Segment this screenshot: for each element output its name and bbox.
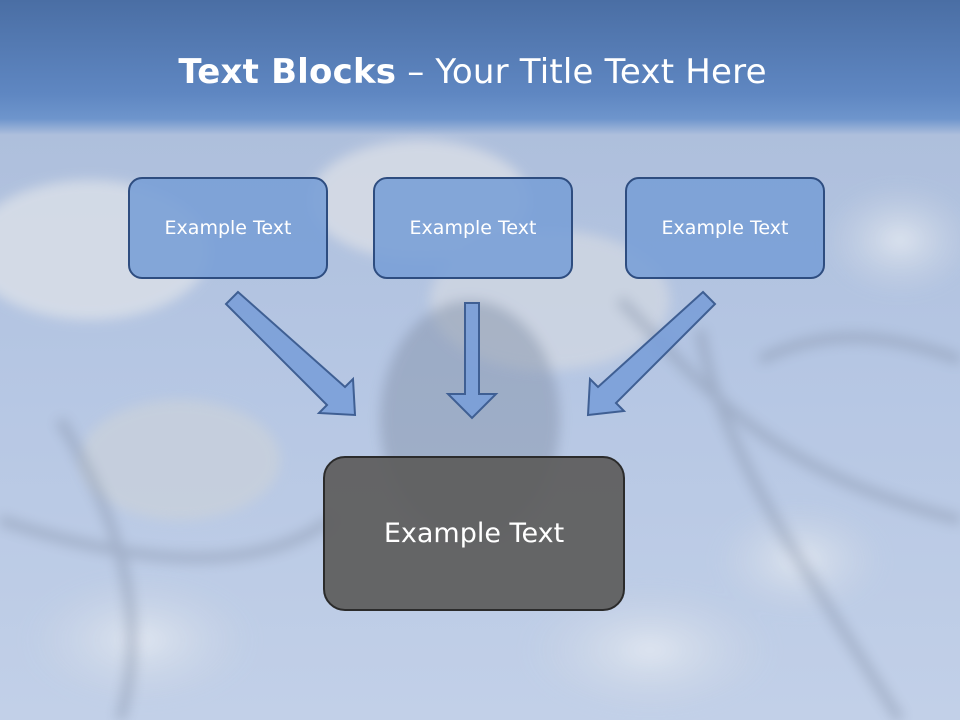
title-rest: – Your Title Text Here <box>396 52 767 92</box>
text-block-2-label: Example Text <box>409 217 537 239</box>
title-bar <box>0 0 960 135</box>
arrow-middle <box>445 302 499 420</box>
target-text-block[interactable]: Example Text <box>323 456 625 611</box>
target-text-block-label: Example Text <box>383 518 565 549</box>
title-bold: Text Blocks <box>178 52 397 92</box>
text-block-1-label: Example Text <box>164 217 292 239</box>
arrow-right <box>586 290 717 417</box>
text-block-3-label: Example Text <box>661 217 789 239</box>
text-block-3[interactable]: Example Text <box>625 177 825 279</box>
text-block-2[interactable]: Example Text <box>373 177 573 279</box>
slide-title: Text Blocks – Your Title Text Here <box>0 52 945 92</box>
arrow-left <box>224 290 357 417</box>
text-block-1[interactable]: Example Text <box>128 177 328 279</box>
